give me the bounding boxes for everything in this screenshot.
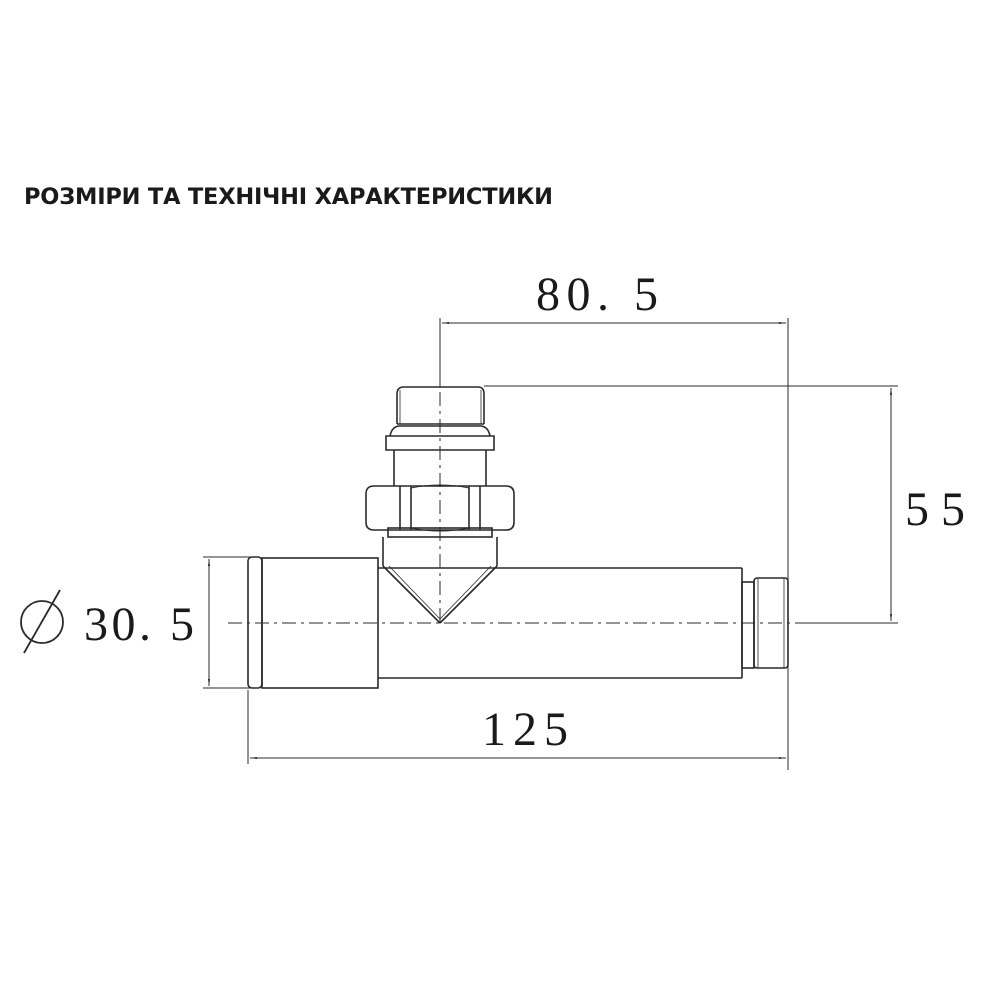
label-length: 125: [482, 703, 568, 756]
dimension-top-offset: [439, 318, 789, 770]
dimension-diameter: [203, 556, 256, 689]
label-diameter: 30. 5: [84, 598, 194, 651]
label-height: 55: [905, 483, 965, 536]
dimension-length: [247, 690, 786, 764]
top-spindle: [396, 386, 485, 425]
dimension-height: [484, 385, 898, 624]
center-lines: [228, 338, 895, 624]
hex-nut: [365, 484, 515, 532]
valve-neck: [393, 450, 487, 486]
page-title: РОЗМІРИ ТА ТЕХНІЧНІ ХАРАКТЕРИСТИКИ: [24, 184, 553, 210]
diameter-symbol-icon: [20, 589, 64, 654]
collar-ring: [385, 425, 495, 451]
label-top-offset: 80. 5: [536, 268, 658, 321]
cone-junction: [382, 527, 498, 624]
